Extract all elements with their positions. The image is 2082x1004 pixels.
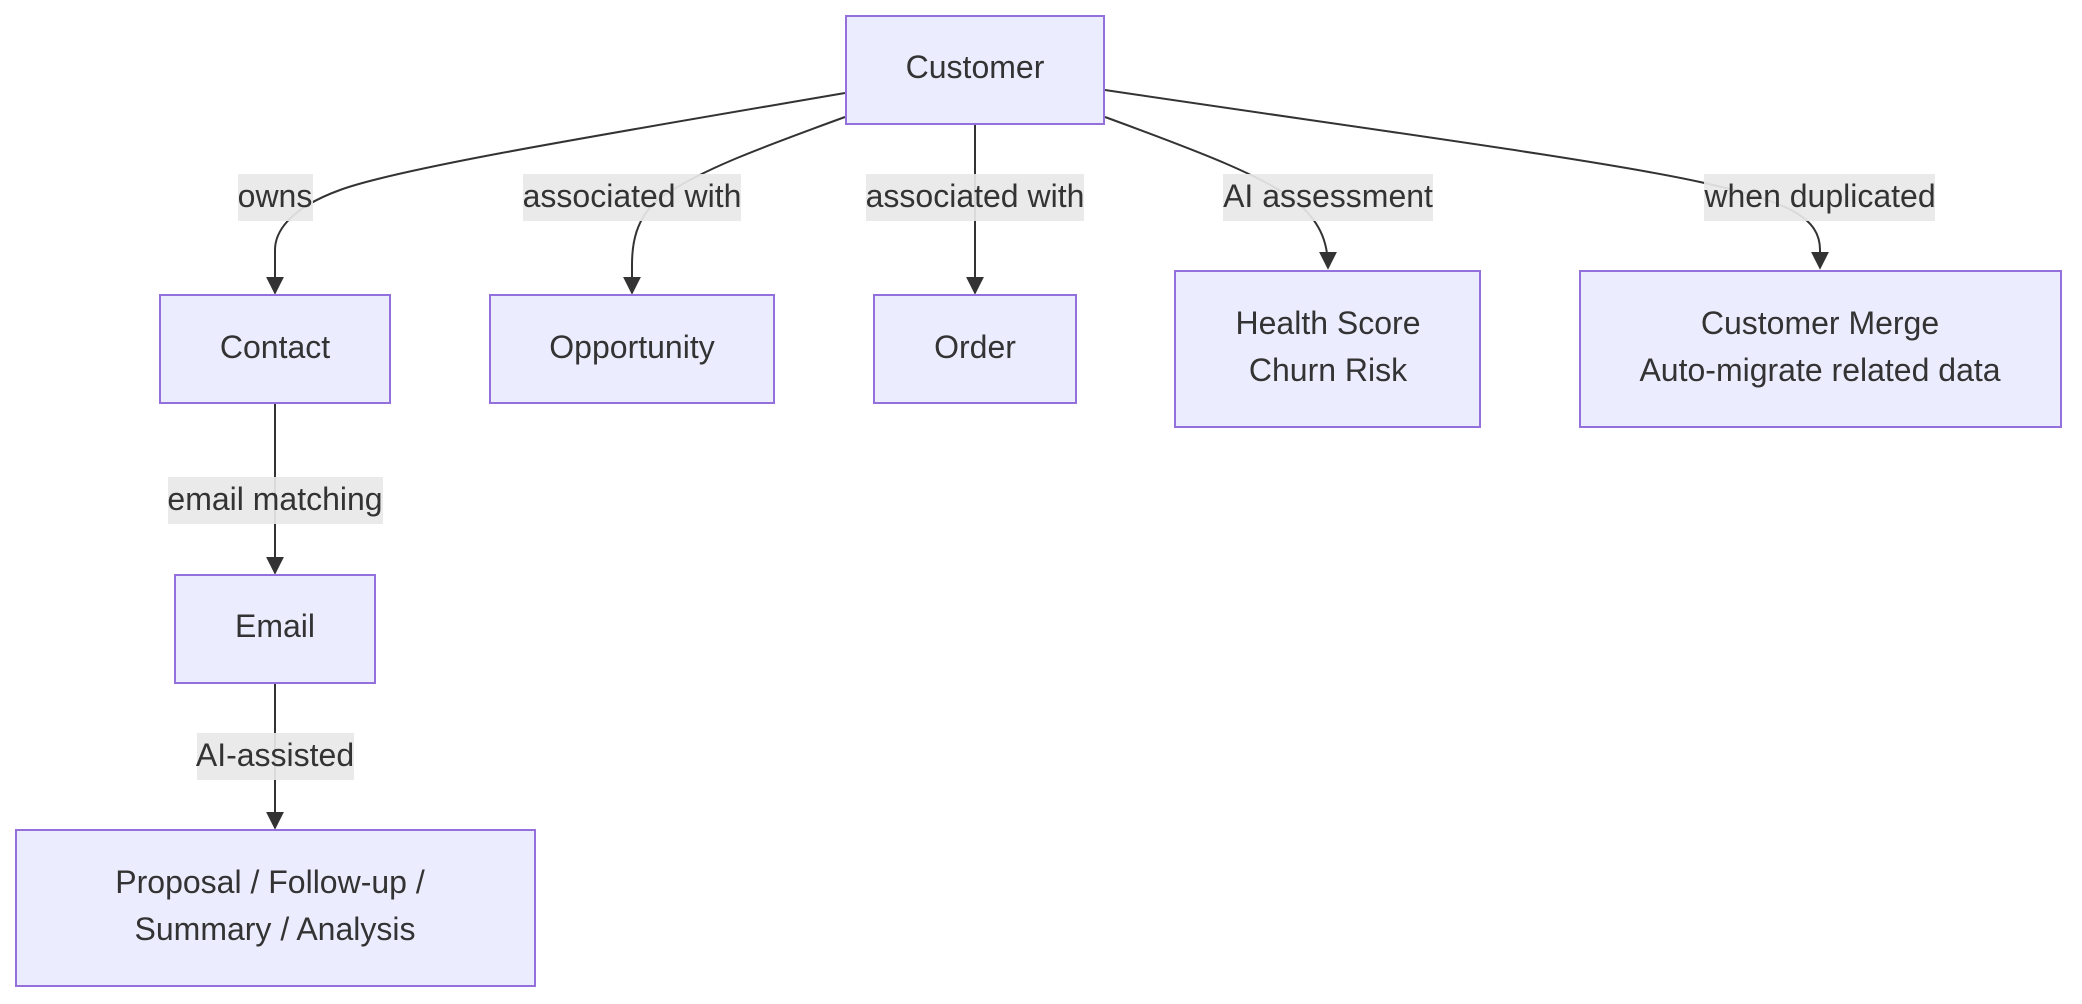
edge-label-associated-with-2: associated with [866, 174, 1085, 221]
node-opportunity[interactable]: Opportunity [489, 294, 775, 404]
edge-labels-layer: owns associated with associated with AI … [167, 174, 1936, 780]
node-proposal-label-1: Proposal / Follow-up / [115, 864, 425, 900]
node-merge-label-1: Customer Merge [1701, 305, 1939, 341]
edge-label-ai-assisted-text: AI-assisted [196, 737, 354, 773]
edge-label-ai-assessment: AI assessment [1223, 174, 1433, 221]
edge-label-associated-with-1-text: associated with [523, 178, 742, 214]
node-proposal-label-2: Summary / Analysis [135, 911, 416, 947]
node-customer[interactable]: Customer [845, 15, 1105, 125]
edge-label-ai-assisted: AI-assisted [196, 733, 354, 780]
node-contact-label: Contact [220, 329, 330, 365]
node-merge-label-2: Auto-migrate related data [1639, 352, 2000, 388]
node-order-label: Order [934, 329, 1016, 365]
edge-label-owns-text: owns [238, 178, 313, 214]
edge-label-email-matching: email matching [167, 477, 383, 524]
edge-label-associated-with-1: associated with [523, 174, 742, 221]
node-contact[interactable]: Contact [159, 294, 391, 404]
node-order[interactable]: Order [873, 294, 1077, 404]
edge-label-ai-assessment-text: AI assessment [1223, 178, 1433, 214]
edge-label-associated-with-2-text: associated with [866, 178, 1085, 214]
edge-customer-contact [266, 92, 846, 295]
edge-label-email-matching-text: email matching [167, 481, 382, 517]
node-customer-label: Customer [906, 49, 1045, 85]
node-email-label: Email [235, 608, 315, 644]
edge-label-when-duplicated-text: when duplicated [1703, 178, 1935, 214]
node-proposal[interactable]: Proposal / Follow-up / Summary / Analysi… [15, 829, 536, 987]
node-email[interactable]: Email [174, 574, 376, 684]
node-merge[interactable]: Customer Merge Auto-migrate related data [1579, 270, 2062, 428]
node-opportunity-label: Opportunity [549, 329, 714, 365]
edge-label-owns: owns [238, 174, 313, 221]
nodes-layer: Customer Contact Opportunity Order Healt… [15, 15, 2062, 987]
node-health-label-1: Health Score [1236, 305, 1421, 341]
node-health-label-2: Churn Risk [1249, 352, 1408, 388]
node-health[interactable]: Health Score Churn Risk [1174, 270, 1481, 428]
edge-label-when-duplicated: when duplicated [1703, 174, 1936, 221]
